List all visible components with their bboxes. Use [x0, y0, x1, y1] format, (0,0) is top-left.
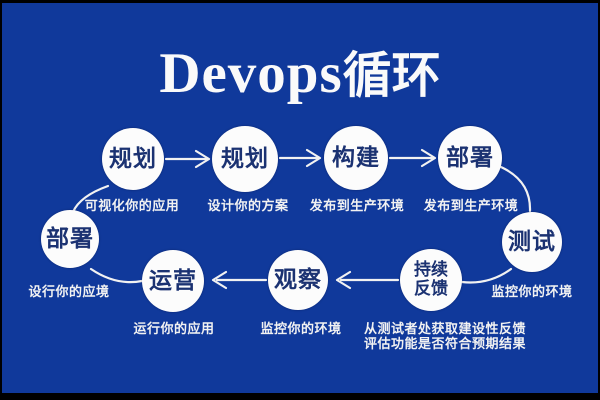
node-feedback: 持续 反馈 — [400, 249, 462, 311]
title-cjk: 循环 — [342, 49, 441, 103]
node-test-text: 测试 — [508, 228, 556, 255]
arc-plan1-to-deployleft — [71, 184, 110, 214]
arrowhead-plan2-to-build — [305, 148, 322, 168]
caption-feedback: 从测试者处获取建设性反馈 评估功能是否符合预期结果 — [364, 321, 526, 351]
caption-feedback-line2: 评估功能是否符合预期结果 — [364, 336, 527, 351]
node-build: 构建 — [324, 126, 388, 190]
arrowhead-build-to-deploy — [420, 148, 437, 168]
node-feedback-text-line1: 持续 — [414, 260, 448, 280]
caption-plan-2: 设计你的方案 — [207, 198, 289, 213]
node-plan-2-text: 规划 — [221, 145, 269, 172]
caption-test: 监控你的环境 — [491, 284, 573, 299]
arrowhead-plan1-to-plan2 — [194, 149, 211, 169]
node-plan-1-text: 规划 — [109, 145, 157, 172]
caption-plan-1: 可视化你的应用 — [84, 198, 180, 213]
caption-feedback-line1: 从测试者处获取建设性反馈 — [364, 321, 527, 336]
node-observe: 观察 — [268, 250, 328, 310]
arc-deploytop-to-test — [499, 165, 532, 213]
title-latin: Devops — [159, 42, 343, 105]
node-plan-1: 规划 — [102, 128, 164, 190]
node-build-text: 构建 — [332, 144, 380, 171]
caption-deploy-top: 发布到生产环境 — [423, 198, 519, 213]
node-deploy-top: 部署 — [438, 126, 502, 190]
arrowhead-feedback-to-observe — [335, 270, 352, 290]
node-deploy-top-text: 部署 — [446, 144, 494, 171]
node-test: 测试 — [502, 212, 562, 272]
node-feedback-text-line2: 反馈 — [414, 279, 448, 298]
node-operate: 运营 — [142, 250, 204, 312]
arrowhead-observe-to-operate — [211, 270, 228, 290]
caption-deploy-left: 设行你的应境 — [28, 284, 110, 299]
arc-test-to-feedback — [460, 267, 513, 284]
caption-build: 发布到生产环境 — [309, 198, 405, 213]
node-operate-text: 运营 — [149, 267, 197, 294]
page-title: Devops循环 — [0, 36, 600, 107]
node-plan-2: 规划 — [212, 126, 278, 192]
node-deploy-left: 部署 — [41, 210, 99, 268]
node-observe-text: 观察 — [274, 266, 322, 293]
arc-deployleft-to-operate — [89, 267, 144, 284]
blue-stage-background — [2, 3, 598, 393]
caption-observe: 监控你的环境 — [260, 321, 342, 336]
caption-operate: 运行你的应用 — [133, 321, 215, 336]
node-deploy-left-text: 部署 — [46, 225, 94, 252]
